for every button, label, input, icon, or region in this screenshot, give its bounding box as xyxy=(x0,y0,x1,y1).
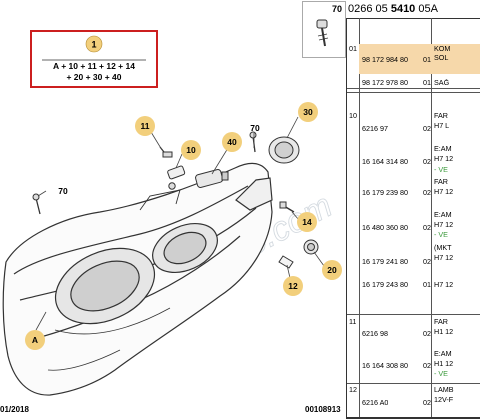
part-desc-2: H7 12 xyxy=(434,254,454,262)
part-desc-2: H7 12 xyxy=(434,221,454,229)
part-desc-2: H1 12 xyxy=(434,360,454,368)
callout-40-label: 40 xyxy=(227,137,237,147)
part-qty: 02 xyxy=(423,362,431,370)
part-ref[interactable]: 6216 98 xyxy=(362,330,388,338)
callout-11-label: 11 xyxy=(141,121,150,131)
part-14-screw xyxy=(279,201,295,213)
callout-11[interactable] xyxy=(135,116,155,136)
callout-1[interactable] xyxy=(85,35,103,53)
part-30-cap xyxy=(268,136,300,164)
part-ref[interactable]: 16 179 241 80 xyxy=(362,258,408,266)
ref-bold: 5410 xyxy=(390,3,416,15)
part-ref[interactable]: 98 172 978 80 xyxy=(362,79,408,87)
parts-table: 01 98 172 984 80 01 KOM SOL 98 172 978 8… xyxy=(346,18,480,419)
part-desc: KOM xyxy=(434,45,451,53)
callout-20[interactable] xyxy=(322,260,342,280)
callout-70-top-label[interactable]: 70 xyxy=(250,123,260,133)
group-number: 10 xyxy=(349,112,357,120)
callout-70-left-label[interactable]: 70 xyxy=(58,186,68,196)
part-12-bulb xyxy=(278,255,294,269)
part-ref[interactable]: 98 172 984 80 xyxy=(362,56,408,64)
part-desc: E:AM xyxy=(434,211,452,219)
part-qty: 02 xyxy=(423,330,431,338)
part-qty: 01 xyxy=(423,281,431,289)
formula-line-2: + 20 + 30 + 40 xyxy=(66,72,121,82)
part-70-screw-mid xyxy=(249,131,257,153)
part-desc: E:AM xyxy=(434,145,452,153)
group-number: 12 xyxy=(349,386,357,394)
part-qty: 02 xyxy=(423,189,431,197)
part-qty: 02 xyxy=(423,125,431,133)
part-qty: 02 xyxy=(423,399,431,407)
callout-40[interactable] xyxy=(222,132,242,152)
table-row-highlighted[interactable] xyxy=(359,44,480,74)
part-ref[interactable]: 16 179 239 80 xyxy=(362,189,408,197)
callout-14-label: 14 xyxy=(302,217,312,227)
part-desc-3: - VE xyxy=(434,231,448,239)
part-qty: 01 xyxy=(423,56,431,64)
part-qty: 01 xyxy=(423,79,431,87)
inset-screw-drawing xyxy=(316,19,329,47)
part-qty: 02 xyxy=(423,158,431,166)
part-desc: FAR xyxy=(434,178,448,186)
part-ref[interactable]: 16 164 314 80 xyxy=(362,158,408,166)
callout-a[interactable] xyxy=(25,330,45,350)
part-desc: FAR xyxy=(434,318,448,326)
part-desc: (MKT xyxy=(434,244,452,252)
part-ref[interactable]: 16 179 243 80 xyxy=(362,281,408,289)
part-11-clip xyxy=(159,146,173,158)
part-ref[interactable]: 16 164 308 80 xyxy=(362,362,408,370)
part-desc: FAR xyxy=(434,112,448,120)
group-number: 01 xyxy=(349,45,357,53)
part-desc: LAMB xyxy=(434,386,454,394)
part-qty: 02 xyxy=(423,258,431,266)
callout-14[interactable] xyxy=(297,212,317,232)
part-desc: SAĞ xyxy=(434,79,450,87)
part-ref[interactable]: 16 480 360 80 xyxy=(362,224,408,232)
part-20-socket xyxy=(303,239,319,255)
part-40-module xyxy=(195,169,229,188)
part-ref[interactable]: 6216 97 xyxy=(362,125,388,133)
callout-10[interactable] xyxy=(181,140,201,160)
diagram-code: 00108913 xyxy=(305,405,341,414)
callout-12[interactable] xyxy=(283,276,303,296)
part-desc: E:AM xyxy=(434,350,452,358)
part-desc-2: SOL xyxy=(434,54,449,62)
part-desc-2: H7 12 xyxy=(434,155,454,163)
ref-suffix: 05A xyxy=(415,3,438,15)
callout-1-label: 1 xyxy=(91,40,96,50)
part-70-screw-left xyxy=(32,193,41,215)
part-desc-3: - VE xyxy=(434,370,448,378)
inset-70-label: 70 xyxy=(332,4,343,14)
reference-header: 0266 05 5410 05A xyxy=(346,0,480,18)
callout-12-label: 12 xyxy=(288,281,298,291)
inset-part-70[interactable]: 70 xyxy=(302,1,346,58)
part-desc-2: 12V-F xyxy=(434,396,454,404)
ref-prefix: 0266 05 xyxy=(348,3,391,15)
part-desc-2: H1 12 xyxy=(434,328,454,336)
callout-30-label: 30 xyxy=(303,107,313,117)
callout-a-label: A xyxy=(32,335,38,345)
part-desc-3: - VE xyxy=(434,166,448,174)
group-number: 11 xyxy=(349,318,357,326)
part-10-bulb xyxy=(167,165,186,190)
part-desc: H7 12 xyxy=(434,281,454,289)
diagram-date: 01/2018 xyxy=(0,405,29,414)
callout-20-label: 20 xyxy=(327,265,337,275)
callout-10-label: 10 xyxy=(186,145,196,155)
part-qty: 02 xyxy=(423,224,431,232)
leader-lines xyxy=(35,116,325,331)
callout-30[interactable] xyxy=(298,102,318,122)
part-desc-2: H7 L xyxy=(434,122,450,130)
part-ref[interactable]: 6216 A0 xyxy=(362,399,389,407)
formula-line-1: A + 10 + 11 + 12 + 14 xyxy=(53,61,135,71)
headlamp-body xyxy=(2,162,273,396)
headlamp-exploded-diagram: duyuksolo.com xyxy=(2,30,342,396)
part-desc-2: H7 12 xyxy=(434,188,454,196)
